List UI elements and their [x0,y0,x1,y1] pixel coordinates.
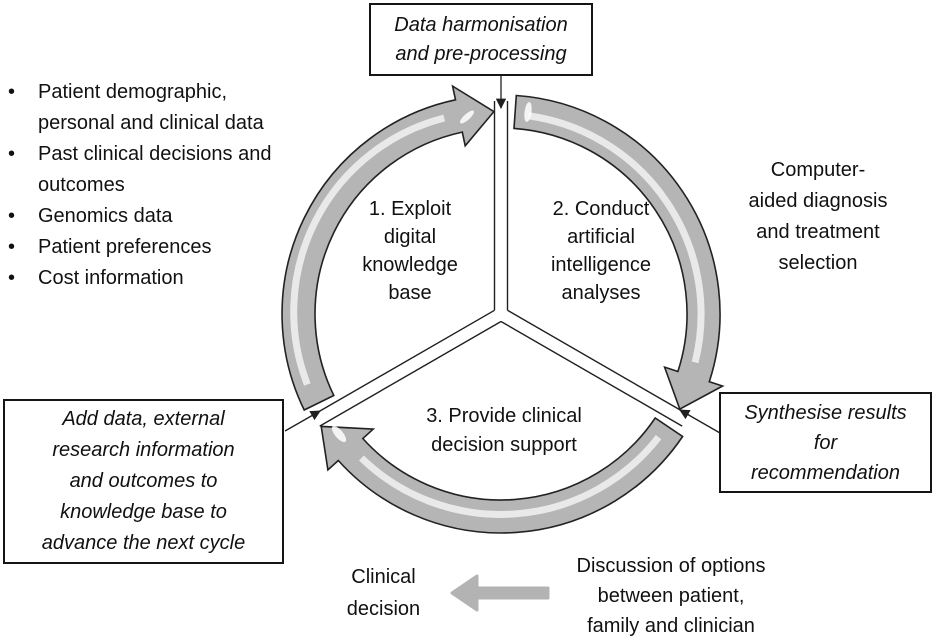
bullet-icon: • [8,143,16,165]
list-item: • Cost information [8,263,338,294]
data-sources-list: • Patient demographic, personal and clini… [8,77,338,294]
arc-1-head-flare [460,110,474,124]
list-item-text: Cost information [38,267,184,289]
list-item: • Genomics data [8,201,338,232]
box-add-data: Add data, external research information … [3,399,284,564]
box-synthesise-results: Synthesise results for recommendation [719,392,932,493]
list-item: • Patient preferences [8,232,338,263]
bullet-icon: • [8,205,16,227]
list-item-text: Past clinical decisions and outcomes [38,143,272,196]
divider-right-lower [500,320,683,427]
segment-3-label: 3. Provide clinical decision support [426,405,582,456]
divider-left-lower [319,320,502,427]
list-item-text: Patient demographic, personal and clinic… [38,81,264,134]
divider-left-upper [312,309,495,416]
clinical-decision-label: Clinical decision [346,566,421,620]
list-item-text: Patient preferences [38,236,212,258]
segment-1-label: 1. Exploit digital knowledge base [362,198,458,304]
bullet-icon: • [8,267,16,289]
list-item: • Patient demographic, personal and clini… [8,77,338,139]
cycle-arc-3-arrow-icon [320,416,684,534]
computer-aided-note: Computer- aided diagnosis and treatment … [748,159,888,274]
arc-3-highlight [358,434,662,518]
arc-3-head-flare [331,425,347,443]
segment-2-label: 2. Conduct artificial intelligence analy… [550,198,652,304]
cycle-arc-2-arrow-icon [513,94,725,411]
connector-right-arrow-icon [679,409,721,434]
list-item: • Past clinical decisions and outcomes [8,139,338,201]
connector-left-arrow-icon [284,410,321,432]
left-gray-arrow-icon [450,574,550,612]
arc-1-highlight [290,114,446,386]
arc-2-tail-flare [524,102,532,122]
box-data-harmonisation: Data harmonisation and pre-processing [369,3,593,76]
divider-right-upper [507,309,690,416]
arc-2-highlight [528,112,705,364]
bullet-icon: • [8,236,16,258]
bullet-icon: • [8,81,16,103]
discussion-note: Discussion of options between patient, f… [576,555,766,637]
list-item-text: Genomics data [38,205,173,227]
